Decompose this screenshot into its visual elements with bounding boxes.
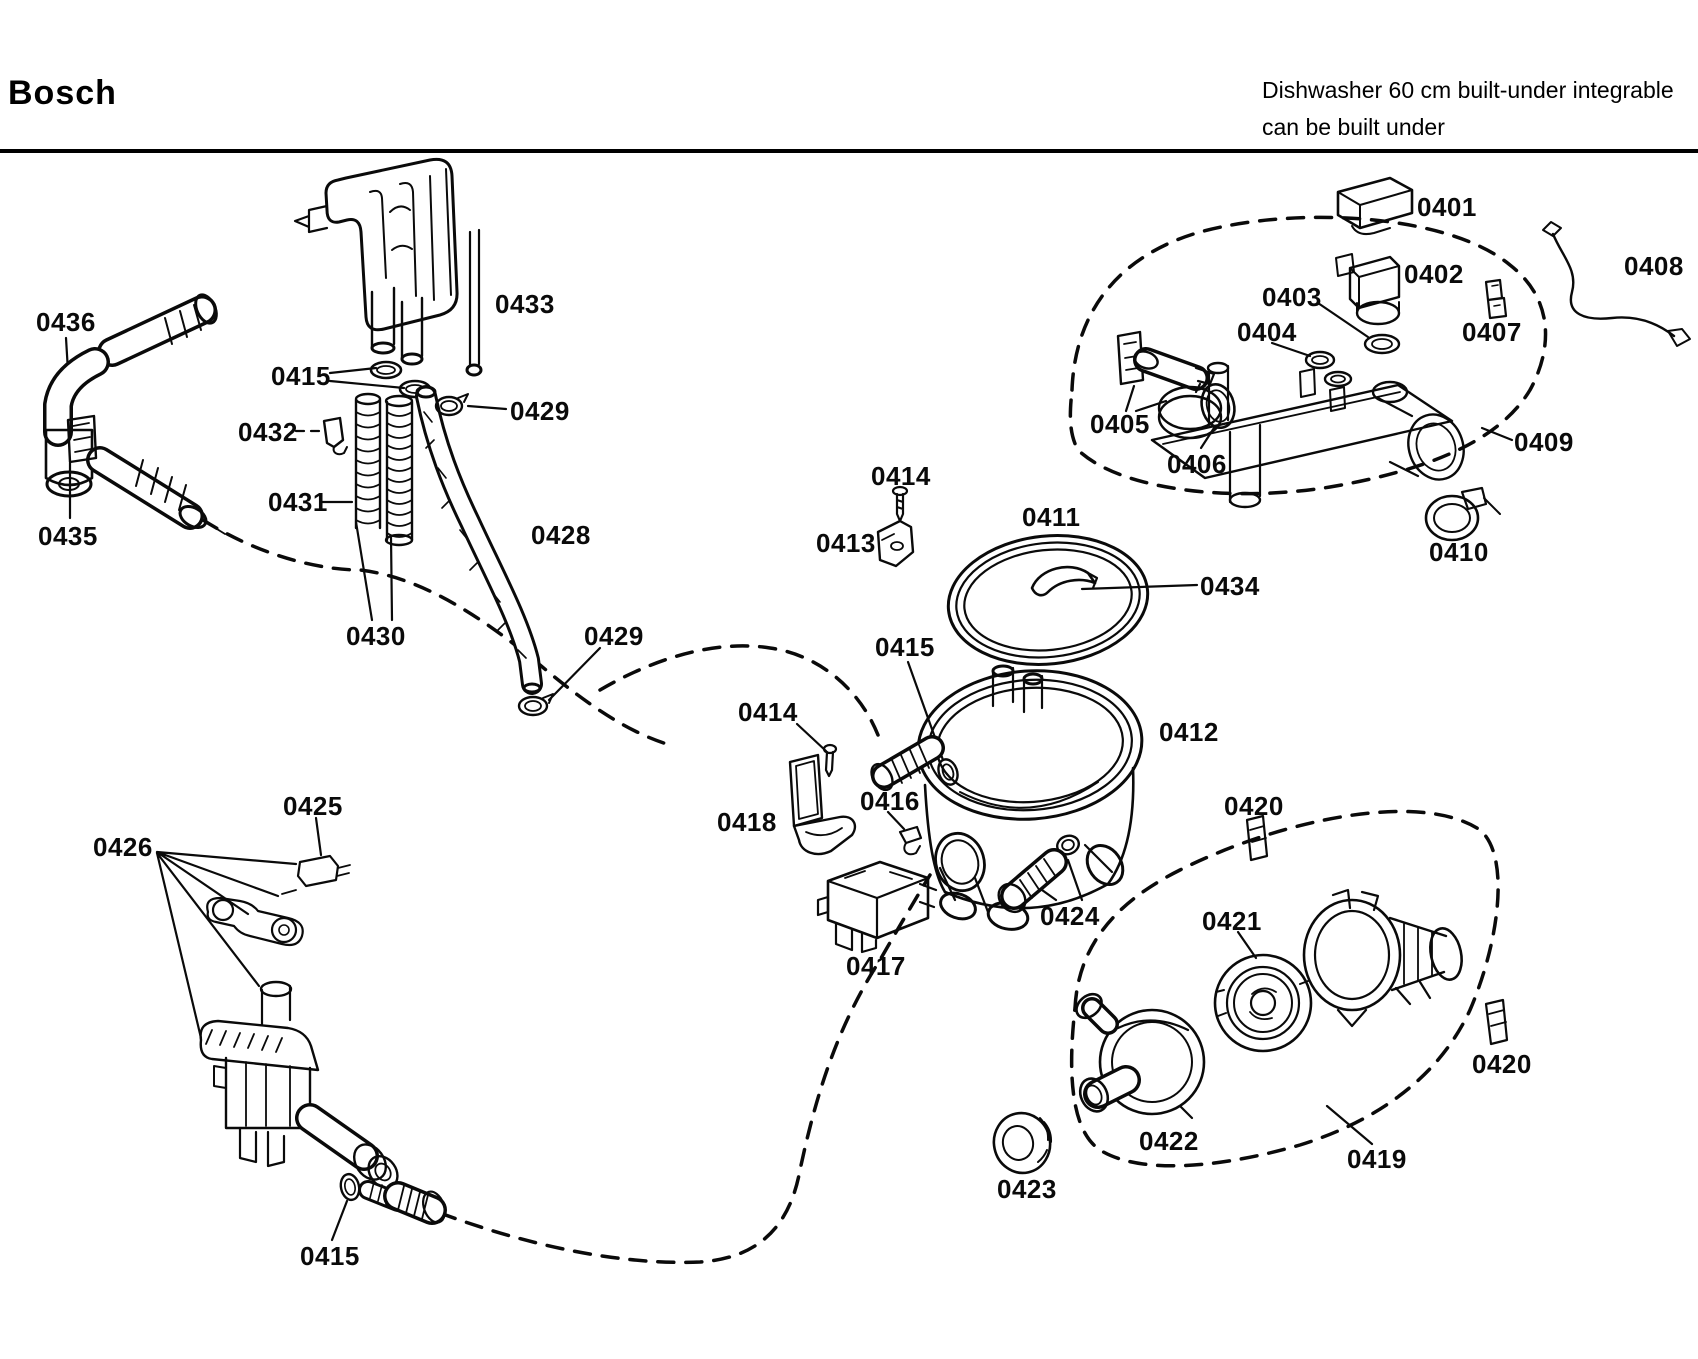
part-label-0434: 0434 [1200, 571, 1260, 601]
part-label-0407: 0407 [1462, 317, 1522, 347]
flow-curve-center [598, 644, 880, 737]
part-label-0422: 0422 [1139, 1126, 1199, 1156]
impeller-0421 [1213, 953, 1313, 1053]
part-label-0410: 0410 [1429, 537, 1489, 567]
part-label-0401: 0401 [1417, 192, 1477, 222]
dashed-group-outlines [201, 215, 1548, 1265]
part-label-0414-a: 0414 [871, 461, 931, 491]
wire-0408 [1542, 221, 1691, 347]
hook-0434 [1030, 565, 1099, 597]
part-label-0415-a: 0415 [271, 361, 331, 391]
fuse-0407 [1484, 278, 1508, 320]
heat-exchanger-0433 [293, 157, 483, 377]
clamp-0429a [434, 393, 469, 417]
connector-0415b [870, 735, 959, 792]
document-title-line1: Dishwasher 60 cm built-under integrable [1262, 77, 1674, 103]
header-divider [0, 149, 1698, 153]
part-label-0433: 0433 [495, 289, 555, 319]
part-label-0429-b: 0429 [584, 621, 644, 651]
group-outline-0409 [1068, 215, 1548, 496]
part-label-0411: 0411 [1022, 502, 1081, 532]
part-label-0405: 0405 [1090, 409, 1150, 439]
part-label-0416: 0416 [860, 786, 920, 816]
manifold-0409 [1150, 361, 1465, 509]
seal-ring-0411 [946, 533, 1150, 667]
part-label-0414-b: 0414 [738, 697, 798, 727]
clamp-0410 [1424, 486, 1501, 542]
grommet-0423 [992, 1111, 1053, 1175]
part-label-0432: 0432 [238, 417, 298, 447]
ring-0403 [1363, 333, 1401, 355]
part-label-0402: 0402 [1404, 259, 1464, 289]
screw-0414a [891, 485, 909, 523]
part-label-0429-a: 0429 [510, 396, 570, 426]
part-label-0408: 0408 [1624, 251, 1684, 281]
part-label-0430: 0430 [346, 621, 406, 651]
clip-0420b [1484, 998, 1509, 1046]
inlet-valve-assembly [199, 980, 399, 1189]
part-label-0425: 0425 [283, 791, 343, 821]
part-label-0428: 0428 [531, 520, 591, 550]
part-label-0403: 0403 [1262, 282, 1322, 312]
part-label-0409: 0409 [1514, 427, 1574, 457]
document-title-line2: can be built under [1262, 114, 1445, 140]
corrugated-fitting [358, 1180, 447, 1225]
sensor-0405 [1116, 330, 1216, 394]
flow-curve-bottom [438, 873, 932, 1265]
bracket-0418 [788, 753, 857, 856]
braided-hose-0428 [415, 385, 543, 695]
pump-motor-assembly [1302, 888, 1463, 1028]
pump-housing-0422 [1075, 992, 1206, 1120]
elbow-0424 [997, 834, 1080, 914]
document-title: Dishwasher 60 cm built-under integrable … [1262, 72, 1674, 146]
corrugated-tube-0430 [384, 394, 414, 547]
o-ring-0415c [339, 1172, 361, 1202]
part-label-0412: 0412 [1159, 717, 1219, 747]
clamp-0429b [517, 693, 554, 717]
bracket-0413 [876, 519, 915, 568]
part-label-0431: 0431 [268, 487, 328, 517]
clip-0432 [322, 416, 348, 456]
screw-0414b [822, 743, 838, 778]
cover-0401 [1336, 176, 1414, 236]
micro-switch-0425 [281, 854, 351, 895]
clip-0420a [1245, 814, 1269, 862]
part-label-0423: 0423 [997, 1174, 1057, 1204]
part-label-0426: 0426 [93, 832, 153, 862]
rings-0404 [1304, 350, 1353, 388]
part-label-0436: 0436 [36, 307, 96, 337]
leader-lines [64, 301, 1514, 1242]
part-label-0435: 0435 [38, 521, 98, 551]
part-label-0413: 0413 [816, 528, 876, 558]
part-label-0418: 0418 [717, 807, 777, 837]
part-label-0421: 0421 [1202, 906, 1262, 936]
part-label-0419: 0419 [1347, 1144, 1407, 1174]
o-ring-sump [934, 831, 986, 893]
part-label-0415-c: 0415 [300, 1241, 360, 1271]
hose-0436 [43, 293, 226, 535]
clip-0416 [898, 825, 923, 856]
part-label-0406: 0406 [1167, 449, 1227, 479]
group-outline-0419 [1069, 809, 1500, 1168]
part-label-0420-a: 0420 [1224, 791, 1284, 821]
flow-curve-left [201, 518, 672, 747]
part-label-0424: 0424 [1040, 901, 1100, 931]
corrugated-tube-0431 [354, 392, 382, 530]
part-label-0415-b: 0415 [875, 632, 935, 662]
solenoid-0402 [1335, 253, 1401, 326]
float-lever [206, 896, 304, 947]
part-label-0417: 0417 [846, 951, 906, 981]
pump-0417 [816, 860, 938, 954]
brand-logo: Bosch [8, 74, 117, 112]
part-label-0404: 0404 [1237, 317, 1297, 347]
clip-0435 [66, 414, 98, 464]
part-label-0420-b: 0420 [1472, 1049, 1532, 1079]
